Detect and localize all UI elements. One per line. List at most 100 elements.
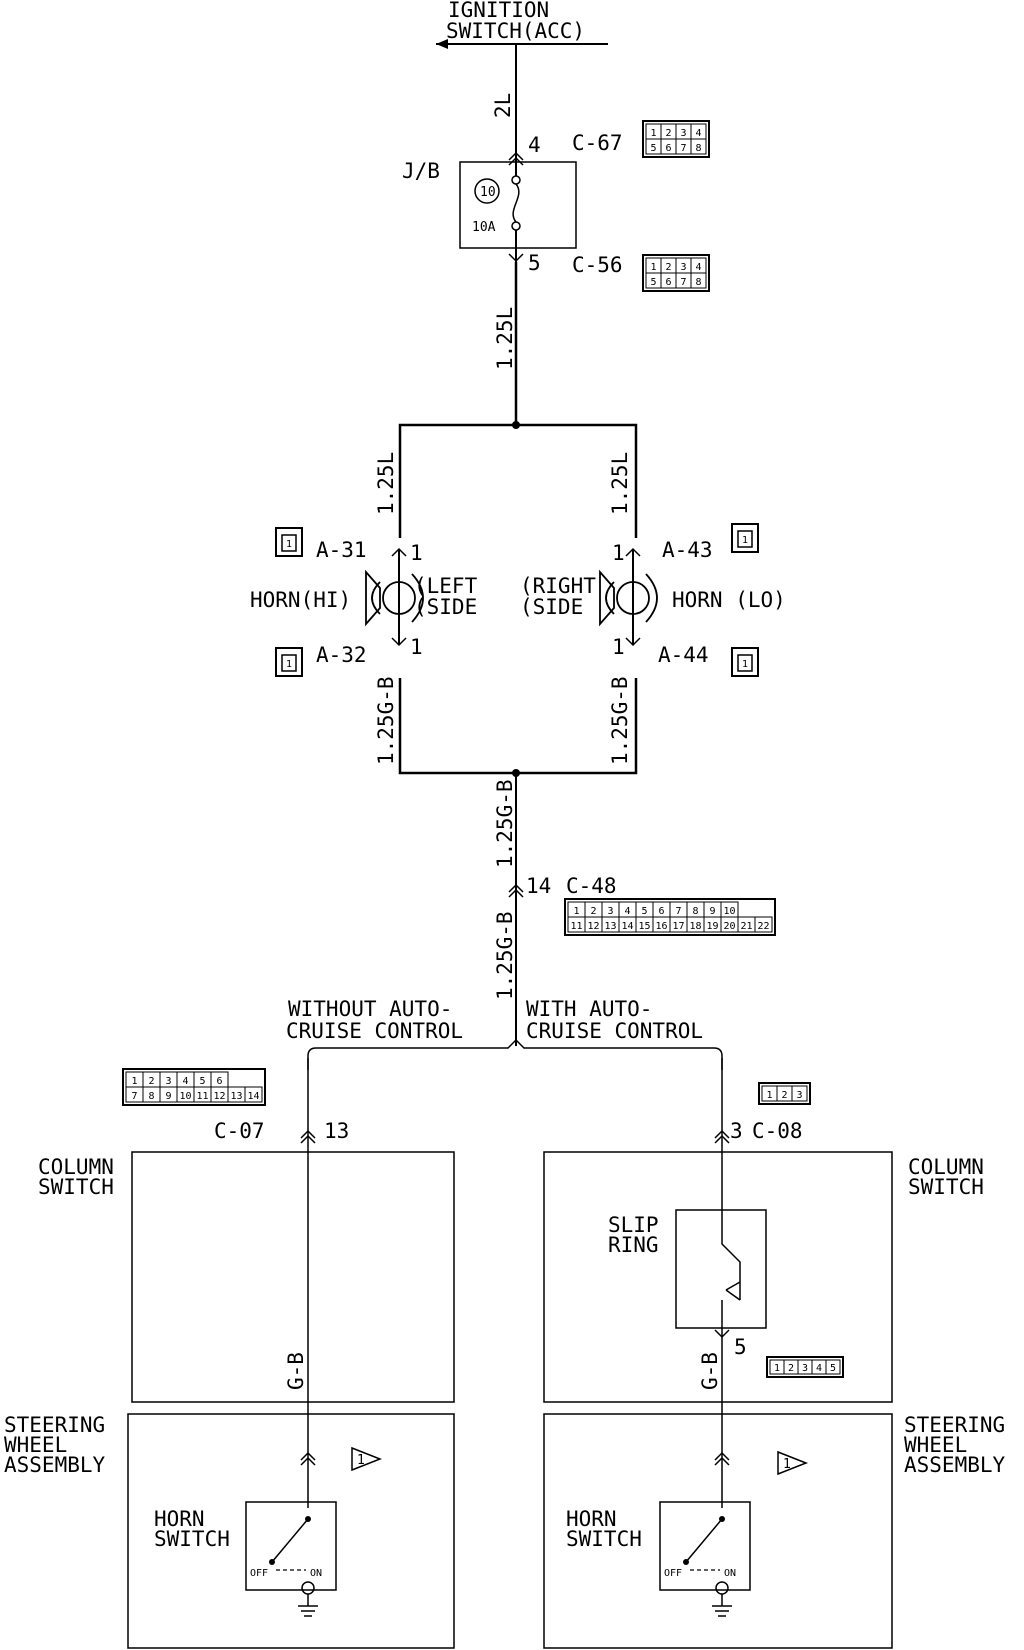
slip-ring-line2: RING [608, 1233, 659, 1257]
svg-text:1: 1 [286, 539, 292, 550]
a44-connector-face: 1 [731, 647, 759, 677]
connector-pin-number: 8 [692, 906, 698, 917]
connector-pin-number: 11 [196, 1091, 208, 1102]
connector-pin-number: 3 [680, 128, 686, 139]
connector-pin-cell [754, 916, 773, 933]
connector-pin-number: 3 [607, 906, 613, 917]
conn-a44: A-44 [658, 643, 709, 667]
connector-pin-number: 6 [665, 277, 671, 288]
connector-pin-number: 4 [624, 906, 630, 917]
right-column-switch-line2: SWITCH [908, 1175, 984, 1199]
connector-pin-number: 1 [131, 1076, 137, 1087]
connector-pin-cell [825, 1359, 841, 1375]
right-off-label: OFF [664, 1568, 682, 1579]
connector-pin-number: 1 [650, 262, 656, 273]
svg-text:1: 1 [742, 659, 748, 670]
option-bracket [307, 1038, 723, 1070]
ignition-title-line2: SWITCH(ACC) [446, 19, 585, 43]
conn-c56: C-56 [572, 253, 623, 277]
connector-pin-cell [690, 272, 707, 289]
conn-a43: A-43 [662, 538, 713, 562]
conn-a31: A-31 [316, 538, 367, 562]
connector-pin-number: 20 [723, 921, 735, 932]
connector-pin-number: 6 [665, 143, 671, 154]
horn-circuit: 1.25L 1.25L 1.25L 1.25G-B 1.25G-B HORN(H… [250, 262, 786, 777]
wire-left-top: 1.25L [374, 452, 398, 515]
c07-pin: 13 [324, 1119, 349, 1143]
slip-ring-line1: SLIP [608, 1213, 659, 1237]
jb-label: J/B [402, 159, 440, 183]
connector-pin-number: 5 [650, 277, 656, 288]
right-steering-wheel-box [543, 1413, 893, 1649]
ignition-title-line1: IGNITION [448, 0, 549, 22]
left-horn-switch-line1: HORN [154, 1507, 205, 1531]
c07-connector-arrow [300, 1129, 316, 1144]
horn-lo-pin-top: 1 [612, 541, 625, 565]
svg-text:1: 1 [742, 535, 748, 546]
connector-pin-number: 15 [638, 921, 650, 932]
connector-pin-number: 9 [709, 906, 715, 917]
jb-pin-in: 4 [528, 133, 541, 157]
connector-pin-number: 4 [695, 262, 701, 273]
right-horn-switch-line2: SWITCH [566, 1527, 642, 1551]
left-column-switch-box [131, 1151, 455, 1403]
connector-pin-number: 5 [650, 143, 656, 154]
connector-pin-number: 8 [695, 277, 701, 288]
left-note-triangle-icon [351, 1446, 383, 1472]
with-acc-line2: CRUISE CONTROL [526, 1019, 703, 1043]
connector-pin-number: 1 [650, 128, 656, 139]
connector-pin-cell [244, 1086, 263, 1103]
right-ground-icon [712, 1605, 732, 1617]
branch-split: WITHOUT AUTO- CRUISE CONTROL WITH AUTO- … [286, 997, 723, 1070]
connector-pin-number: 4 [816, 1363, 822, 1374]
connector-pin-number: 21 [740, 921, 752, 932]
svg-text:1: 1 [286, 659, 292, 670]
connector-pin-number: 22 [757, 921, 769, 932]
right-on-label: ON [724, 1568, 736, 1579]
connector-arrow-out [508, 253, 524, 263]
left-steering-line2: WHEEL [4, 1433, 67, 1457]
wire-left-bottom: 1.25G-B [374, 676, 398, 765]
right-side-line1: (RIGHT [520, 574, 596, 598]
left-column-switch-line1: COLUMN [38, 1155, 114, 1179]
connector-pin-number: 5 [641, 906, 647, 917]
connector-pin-number: 14 [621, 921, 633, 932]
connector-pin-number: 6 [658, 906, 664, 917]
slip-ring-icon [721, 1210, 741, 1301]
c48-connector-arrow [508, 883, 524, 898]
connector-pin-number: 1 [766, 1090, 772, 1101]
fuse-symbol [512, 183, 520, 223]
wire-ground-up: 1.25G-B [493, 779, 517, 868]
connector-pin-number: 19 [706, 921, 718, 932]
left-horn-switch-box [245, 1501, 337, 1591]
connector-pin-number: 18 [689, 921, 701, 932]
left-steering-line3: ASSEMBLY [4, 1453, 106, 1477]
horn-hi-pin-bottom: 1 [410, 635, 423, 659]
connector-pin-number: 2 [788, 1363, 794, 1374]
connector-pin-number: 9 [165, 1091, 171, 1102]
without-acc-line1: WITHOUT AUTO- [288, 997, 452, 1021]
right-note-number: 1 [783, 1457, 791, 1472]
fuse-number-circle [474, 178, 500, 204]
wire-right-bottom: 1.25G-B [608, 676, 632, 765]
horn-hi-icon [365, 569, 381, 627]
wire-2L: 2L [491, 93, 515, 118]
ignition-switch-source: IGNITION SWITCH(ACC) 2L [436, 0, 608, 148]
connector-pin-number: 4 [695, 128, 701, 139]
horn-hi: HORN(HI) (LEFT (SIDE 1 1 A-31 A-32 1 1 [250, 527, 478, 677]
right-note-triangle-icon [777, 1450, 809, 1476]
horn-hi-pin-top: 1 [410, 541, 423, 565]
conn-c67: C-67 [572, 131, 623, 155]
connector-pin-cell [690, 138, 707, 155]
slip-ring-box [675, 1209, 767, 1329]
connector-pin-number: 13 [604, 921, 616, 932]
conn-c07: C-07 [214, 1119, 265, 1143]
connector-pin-number: 11 [570, 921, 582, 932]
connector-pin-number: 12 [587, 921, 599, 932]
jb-pin-out: 5 [528, 251, 541, 275]
connector-pin-number: 8 [148, 1091, 154, 1102]
